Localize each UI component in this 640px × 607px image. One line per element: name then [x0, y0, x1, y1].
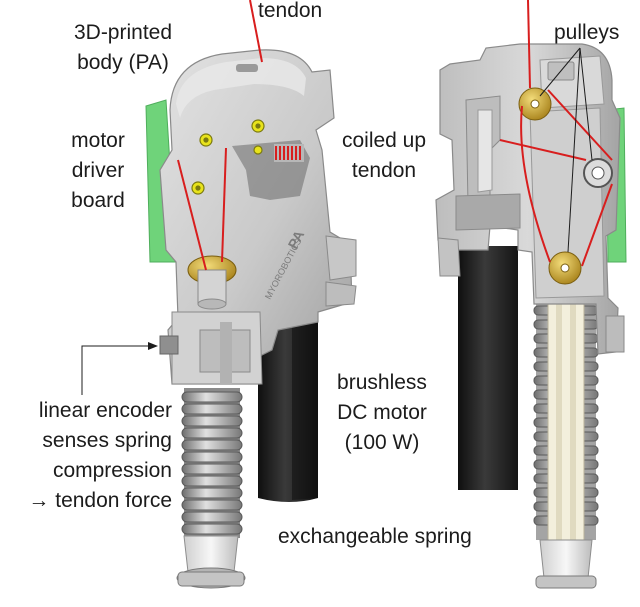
body-mark: PA: [285, 228, 308, 252]
linear-encoder: [159, 335, 179, 355]
tendon-right: [499, 0, 613, 267]
label-driver-line1: motor: [71, 129, 125, 152]
spring-cap-right: [539, 539, 593, 579]
label-coiled-line2: tendon: [351, 159, 417, 182]
spring-right: [533, 295, 599, 557]
label-body: 3D-printed body (PA): [54, 18, 192, 78]
label-encoder: linear encoder senses spring compression…: [0, 396, 172, 516]
label-body-line1: 3D-printed: [73, 21, 173, 44]
label-motor: brushless DC motor (100 W): [324, 368, 440, 458]
label-motor-line1: brushless: [337, 371, 427, 394]
coiled-tendon: [274, 144, 304, 162]
motor-right: [458, 246, 518, 490]
tendon-left: [177, 0, 263, 271]
label-coiled-line1: coiled up: [341, 129, 427, 152]
label-tendon: tendon: [258, 0, 323, 22]
screws-left: [191, 119, 265, 195]
label-motor-line3: (100 W): [344, 431, 420, 454]
spring-cap-left: [183, 535, 239, 573]
label-pulleys: pulleys: [554, 21, 620, 44]
spring-left: [181, 388, 243, 538]
label-coiled-tendon: coiled up tendon: [330, 126, 438, 186]
callout-lines: [81, 47, 593, 395]
label-motor-driver: motor driver board: [52, 126, 144, 216]
label-driver-line2: driver: [71, 159, 125, 182]
pulley-left: [187, 255, 237, 310]
label-body-line2: body (PA): [77, 51, 169, 74]
pulleys-right: [518, 87, 613, 285]
encoder-arrowhead: [148, 342, 158, 350]
label-encoder-line3: compression: [52, 459, 172, 482]
label-motor-line2: DC motor: [337, 401, 427, 424]
label-encoder-line4: → tendon force: [28, 489, 172, 512]
label-encoder-line1: linear encoder: [38, 399, 172, 422]
label-spring: exchangeable spring: [278, 525, 472, 548]
label-encoder-line2: senses spring: [42, 429, 172, 452]
label-driver-line3: board: [71, 189, 125, 212]
